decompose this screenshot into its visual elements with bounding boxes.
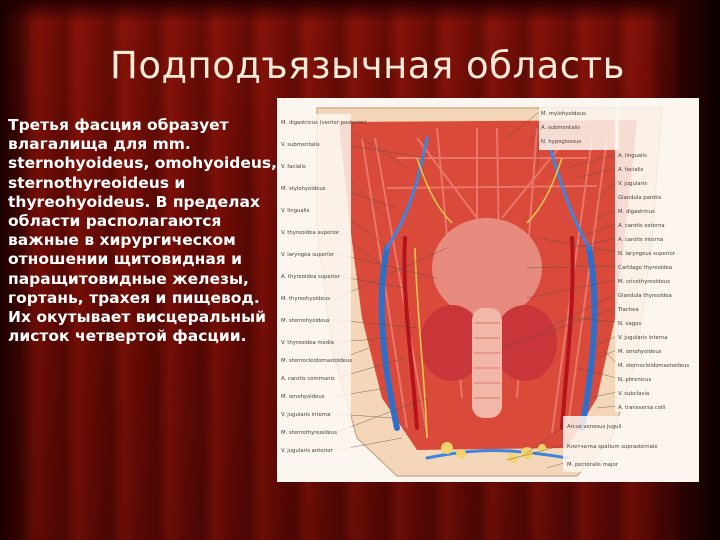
figure-label: A. thyreoidea superior [281, 274, 341, 280]
figure-label: A. transversa colli [618, 405, 665, 411]
figure-label: M. sternocleidomastoideus [618, 363, 689, 369]
figure-label: V. thyreoidea media [281, 340, 334, 346]
figure-label: M. sternocleidomastoideus [281, 358, 352, 364]
figure-label: V. jugularis interna [618, 335, 668, 341]
thyroid-left-lobe [420, 305, 484, 381]
figure-label: V. thyreoidea superior [281, 230, 340, 236]
slide-title: Подподъязычная область [110, 44, 625, 87]
figure-label: M. digastricus [618, 209, 655, 215]
figure-label: N. vagus [618, 321, 641, 327]
figure-label: M. omohyoideus [618, 349, 662, 355]
figure-label: N. laryngeus superior [618, 251, 676, 257]
carotid-arteries [402, 236, 575, 430]
figure-label: V. subclavia [618, 391, 649, 397]
figure-label: V. lingualis [281, 208, 310, 214]
figure-label: V. jugularis interna [281, 412, 331, 418]
figure-label: A. facialis [618, 167, 644, 173]
figure-label: V. submentalis [281, 142, 320, 148]
figure-label: M. cricothyreoideus [618, 279, 670, 285]
nerves [414, 157, 563, 439]
left-labels: M. digastricus (venter posterior) V. sub… [281, 120, 366, 454]
left-label-panel [279, 114, 351, 456]
figure-label: A. carotis interna [618, 237, 663, 243]
top-label-panel [539, 106, 619, 150]
figure-label: N. phrenicus [618, 377, 651, 383]
bottom-labels: Arcus venosus juguli Клетчатка spatium s… [567, 424, 658, 468]
slide-body-text: Третья фасция образует влагалища для mm.… [8, 116, 278, 346]
right-labels: A. lingualis A. facialis V. jugularis Gl… [617, 153, 689, 411]
figure-label: A. carotis externa [618, 223, 665, 229]
figure-label: M. sternothyreoideus [281, 430, 337, 436]
figure-label: Glandula thyreoidea [618, 293, 672, 299]
figure-label: Клетчатка spatium suprasternale [567, 444, 658, 450]
figure-label: A. lingualis [618, 153, 647, 159]
larynx [432, 218, 542, 318]
figure-label: Trachea [617, 307, 639, 313]
curtain-left [0, 0, 40, 540]
bottom-label-panel [563, 416, 699, 472]
small-veins [385, 136, 591, 460]
thyroid-right-lobe [493, 305, 557, 381]
curtain-top [0, 0, 720, 22]
figure-label: V. jugularis anterior [281, 448, 333, 454]
figure-label: Arcus venosus juguli [567, 424, 621, 430]
figure-label: M. sternohyoideus [281, 318, 330, 324]
figure-label: M. mylohyoideus [541, 111, 586, 117]
trachea-rings [474, 322, 500, 399]
figure-label: M. stylohyoideus [281, 186, 326, 192]
figure-label: Glandula parotis [618, 195, 662, 201]
figure-label: M. omohyoideus [281, 394, 325, 400]
top-labels: M. mylohyoideus A. submentalis N. hypogl… [541, 111, 586, 145]
figure-label: A. carotis communis [281, 376, 335, 382]
neck-anatomy-drawing: M. digastricus (venter posterior) V. sub… [279, 106, 699, 477]
figure-label: M. thyreohyoideus [281, 296, 330, 302]
jugular-veins [378, 245, 598, 431]
anatomy-illustration: M. digastricus (venter posterior) V. sub… [277, 98, 699, 482]
trachea [472, 308, 502, 418]
figure-label: V. jugularis [618, 181, 647, 187]
figure-label: N. hypoglossus [541, 139, 581, 145]
figure-label: V. laryngea superior [281, 252, 335, 258]
figure-label: V. facialis [281, 164, 306, 170]
figure-label: Cartilago thyreoidea [618, 265, 672, 271]
figure-label: A. submentalis [541, 125, 580, 131]
right-label-panel [615, 106, 699, 412]
figure-label: M. digastricus (venter posterior) [281, 120, 366, 126]
figure-label: M. pectoralis major [567, 462, 619, 468]
